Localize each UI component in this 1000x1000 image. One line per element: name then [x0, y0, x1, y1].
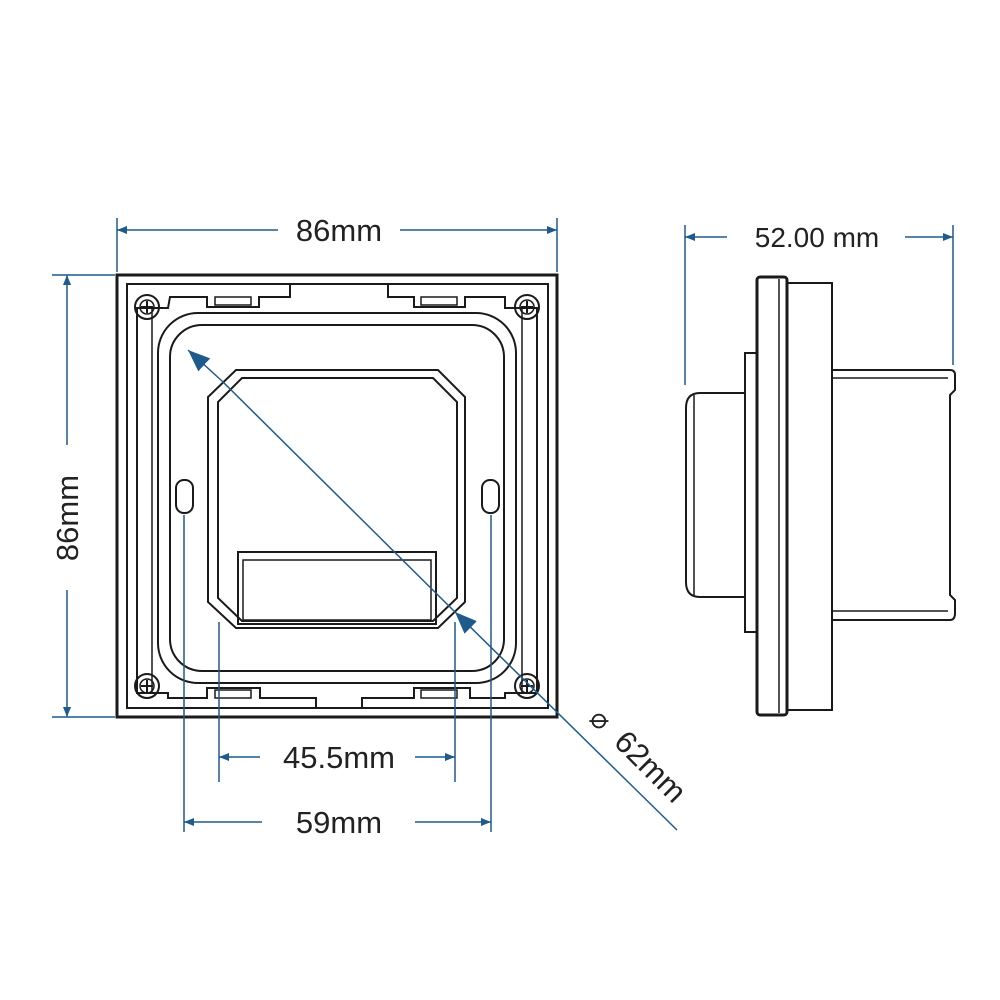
- side-knob: [685, 392, 745, 598]
- side-module-body: [832, 369, 956, 621]
- mounting-plate: [136, 283, 538, 709]
- module-inner: [217, 377, 458, 622]
- dimension-top-width: 86mm: [116, 213, 558, 272]
- dimension-left-height: 86mm: [50, 274, 115, 718]
- label-top-width: 86mm: [296, 213, 382, 248]
- housing-outer: [157, 312, 517, 684]
- label-diameter: 62mm: [608, 724, 694, 810]
- label-mount-width: 59mm: [296, 805, 382, 840]
- dimension-mount-width: 59mm: [183, 515, 492, 840]
- housing-inner: [169, 324, 505, 672]
- label-diameter-symbol: ⌀: [584, 702, 618, 736]
- mount-slot-left: [175, 479, 194, 514]
- clip-tab-top-right: [420, 296, 458, 306]
- side-frame: [786, 282, 833, 711]
- label-left-height: 86mm: [50, 475, 85, 561]
- label-inner-width: 45.5mm: [283, 740, 395, 775]
- screw-bottom-left: [134, 673, 160, 699]
- clip-tab-top-left: [214, 296, 252, 306]
- side-knob-collar: [744, 352, 758, 633]
- label-window-inner: [242, 559, 432, 621]
- screw-top-left: [134, 294, 160, 320]
- front-view: [115, 273, 559, 719]
- label-window: [237, 551, 437, 625]
- clip-tab-bottom-right: [420, 689, 458, 699]
- outer-frame: [115, 273, 559, 719]
- side-face-plate: [755, 275, 789, 717]
- mount-slot-right: [481, 479, 500, 514]
- dimension-depth: 52.00 mm: [684, 222, 954, 385]
- label-depth: 52.00 mm: [755, 222, 880, 253]
- dimension-inner-width: 45.5mm: [218, 622, 456, 782]
- screw-bottom-right: [514, 673, 540, 699]
- clip-tab-bottom-left: [214, 689, 252, 699]
- side-view: [685, 275, 956, 717]
- dimension-diameter: ⌀ 62mm: [187, 349, 694, 831]
- module-outer: [207, 369, 466, 629]
- screw-top-right: [514, 294, 540, 320]
